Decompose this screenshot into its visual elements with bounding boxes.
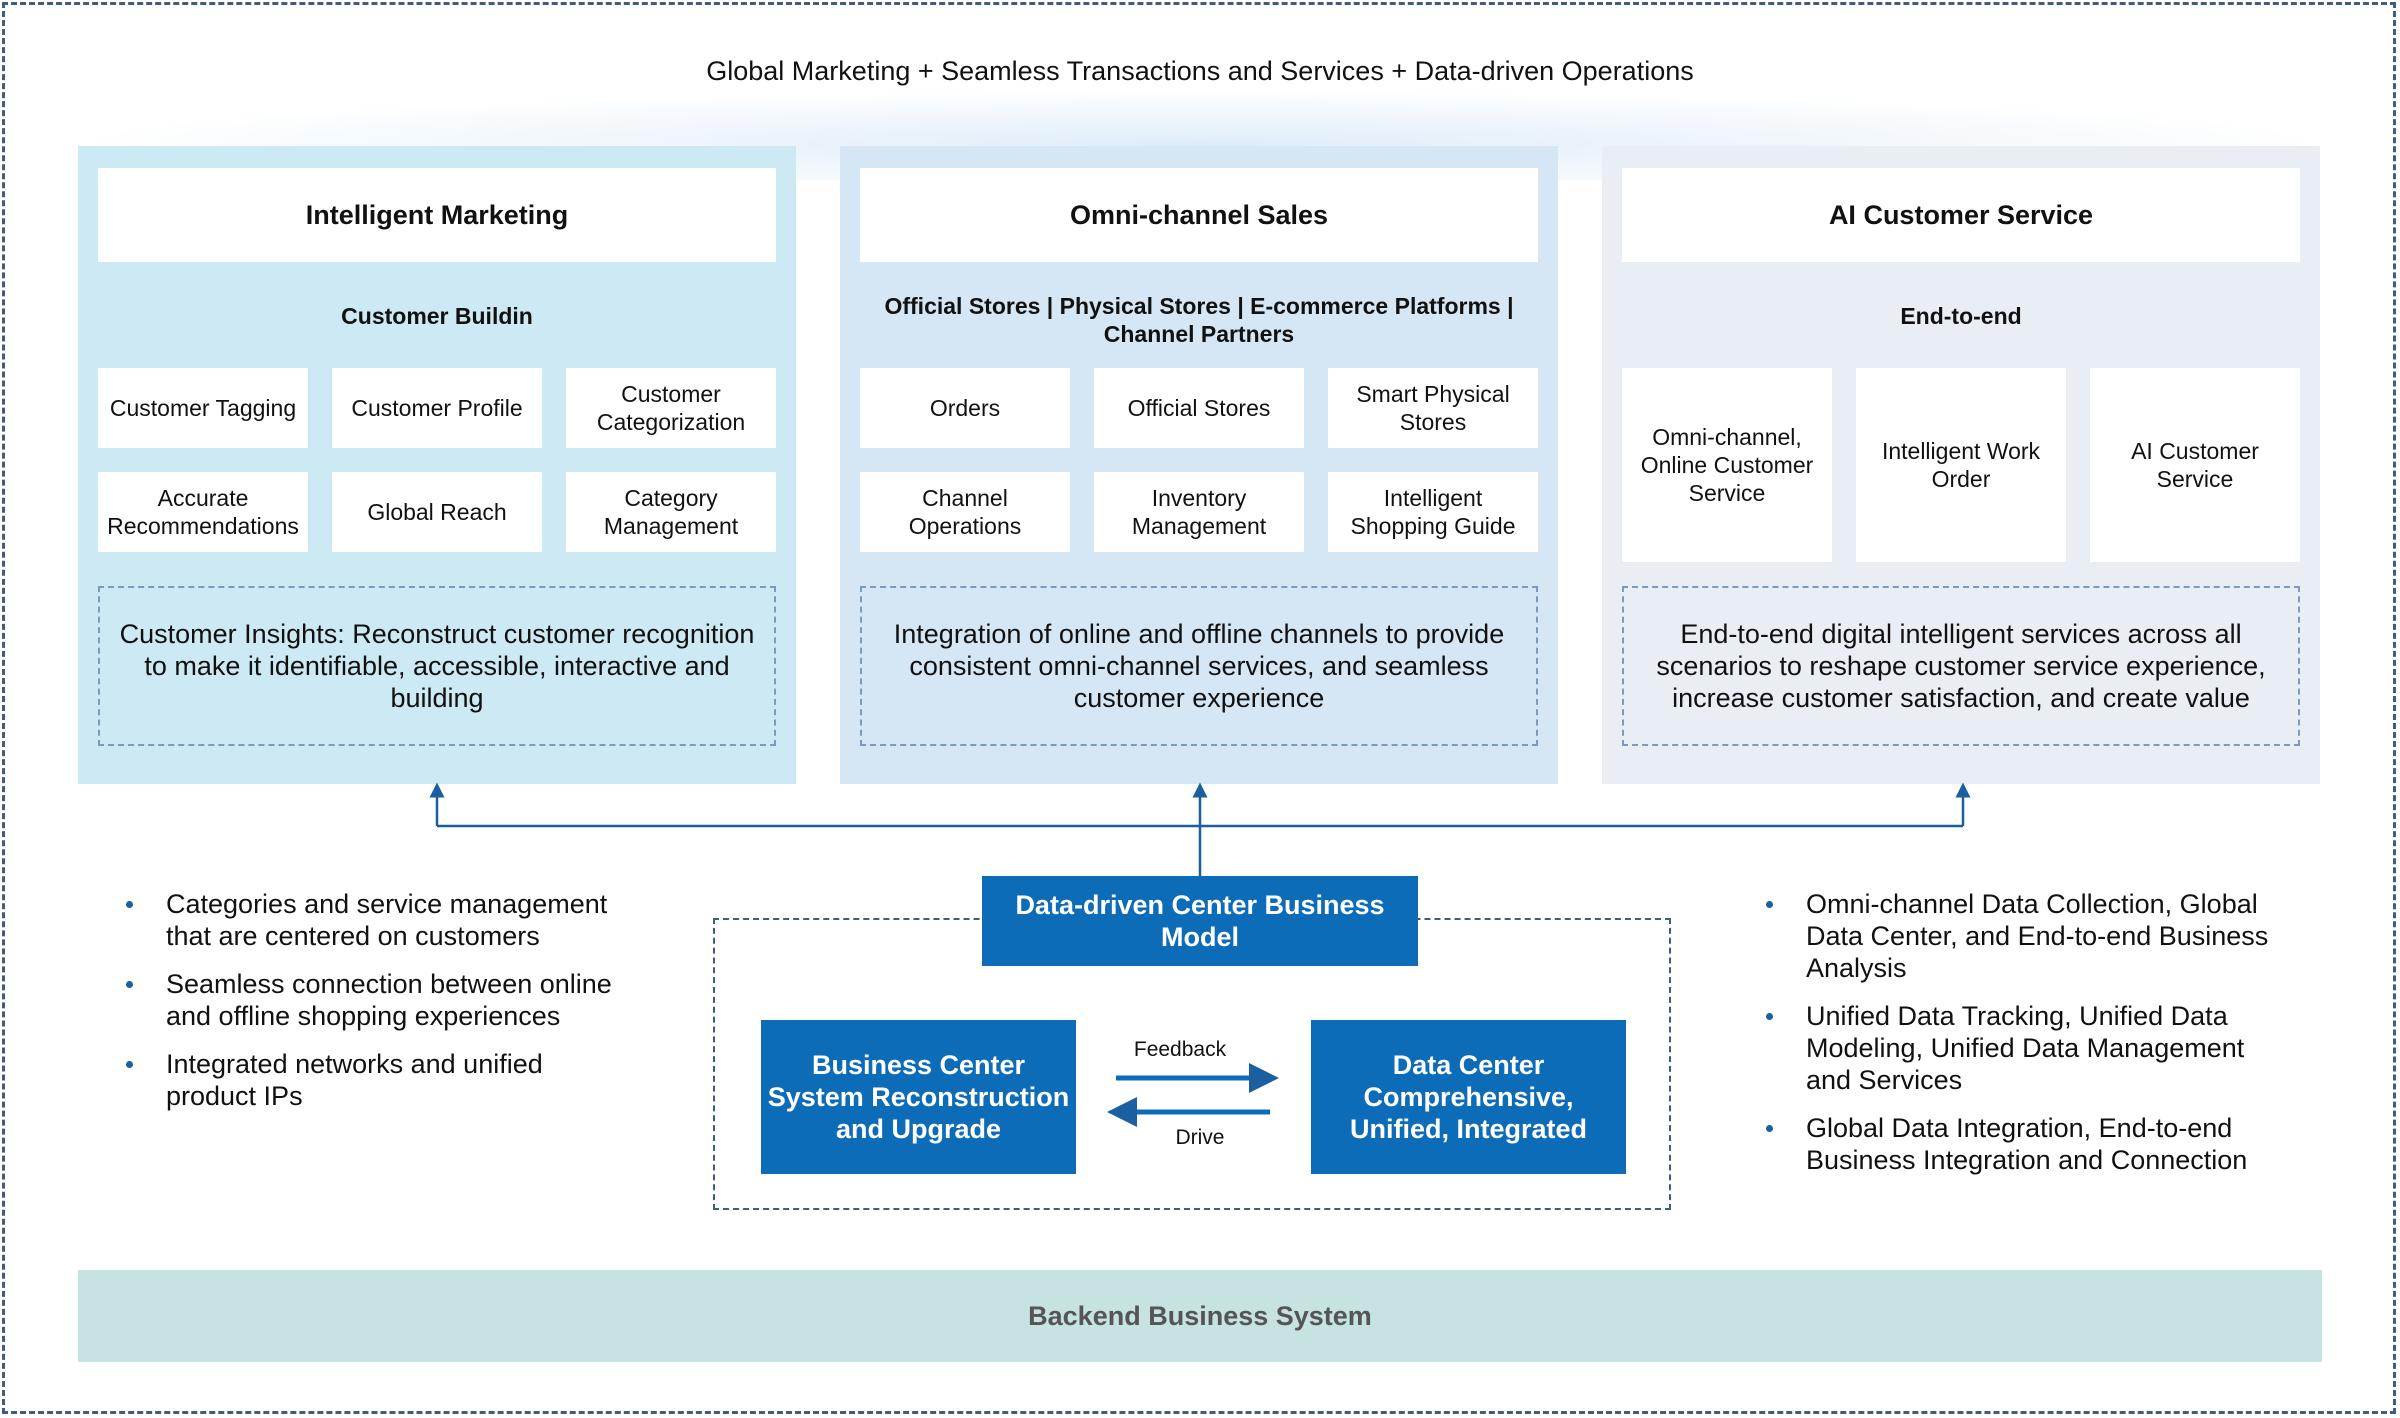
feedback-label: Feedback <box>1133 1038 1227 1061</box>
panel-subtitle: Customer Buildin <box>341 303 533 329</box>
drive-label: Drive <box>1175 1126 1225 1149</box>
list-item: Integrated networks and unified product … <box>122 1048 632 1112</box>
panel-omni-channel-sales: Omni-channel Sales Official Stores | Phy… <box>840 146 1558 784</box>
panel-insight: End-to-end digital intelligent services … <box>1622 586 2300 746</box>
panel-intelligent-marketing: Intelligent Marketing Customer Buildin C… <box>78 146 796 784</box>
panel-ai-customer-service: AI Customer Service End-to-end Omni-chan… <box>1602 146 2320 784</box>
capability-cell: Official Stores <box>1094 368 1304 448</box>
capability-cell: Inventory Management <box>1094 472 1304 552</box>
capability-cell: Customer Profile <box>332 368 542 448</box>
list-item: Seamless connection between online and o… <box>122 968 632 1032</box>
panel-insight: Integration of online and offline channe… <box>860 586 1538 746</box>
panel-title: AI Customer Service <box>1622 168 2300 262</box>
capability-cell: Customer Categorization <box>566 368 776 448</box>
capability-cell: Intelligent Work Order <box>1856 368 2066 562</box>
data-center-box: Data Center Comprehensive, Unified, Inte… <box>1311 1020 1626 1174</box>
capability-cell: Intelligent Shopping Guide <box>1328 472 1538 552</box>
capability-cell: Omni-channel, Online Customer Service <box>1622 368 1832 562</box>
panel-title: Intelligent Marketing <box>98 168 776 262</box>
capability-cell: Smart Physical Stores <box>1328 368 1538 448</box>
capability-cell: Customer Tagging <box>98 368 308 448</box>
panel-subtitle: Official Stores | Physical Stores | E-co… <box>884 293 1514 347</box>
capability-cell: Accurate Recommendations <box>98 472 308 552</box>
list-item: Unified Data Tracking, Unified Data Mode… <box>1762 1000 2282 1096</box>
left-bullet-list: Categories and service management that a… <box>122 888 632 1128</box>
list-item: Global Data Integration, End-to-end Busi… <box>1762 1112 2282 1176</box>
data-driven-center-box: Data-driven Center Business Model <box>982 876 1418 966</box>
capability-cell: Orders <box>860 368 1070 448</box>
panel-insight: Customer Insights: Reconstruct customer … <box>98 586 776 746</box>
capability-cell: Channel Operations <box>860 472 1070 552</box>
panel-title: Omni-channel Sales <box>860 168 1538 262</box>
panel-subtitle: End-to-end <box>1900 303 2022 329</box>
list-item: Omni-channel Data Collection, Global Dat… <box>1762 888 2282 984</box>
business-center-box: Business Center System Reconstruction an… <box>761 1020 1076 1174</box>
diagram-title: Global Marketing + Seamless Transactions… <box>706 56 1694 86</box>
capability-cell: Category Management <box>566 472 776 552</box>
capability-cell: AI Customer Service <box>2090 368 2300 562</box>
right-bullet-list: Omni-channel Data Collection, Global Dat… <box>1762 888 2282 1192</box>
backend-business-system: Backend Business System <box>78 1270 2322 1362</box>
list-item: Categories and service management that a… <box>122 888 632 952</box>
capability-cell: Global Reach <box>332 472 542 552</box>
